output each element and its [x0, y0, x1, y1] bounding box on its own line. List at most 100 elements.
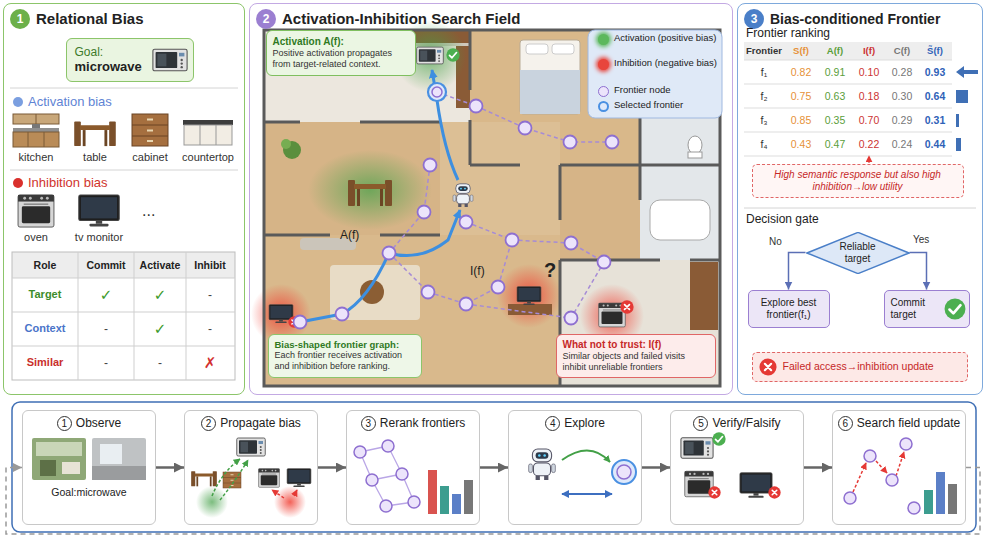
- label-anchor: I(f): [863, 45, 875, 56]
- pipeline-art: [354, 440, 420, 512]
- pipeline-art: [908, 502, 920, 514]
- floor-plan: [446, 48, 459, 61]
- node-text: Positive activation propagates from targ…: [273, 48, 409, 70]
- floor-plan: [251, 20, 722, 386]
- label-anchor: ✓: [154, 286, 167, 304]
- frontier-table-art: [759, 358, 776, 375]
- node-text: Observe: [76, 416, 121, 430]
- floor-plan: [432, 87, 442, 97]
- table-cell: 0.91: [825, 66, 845, 79]
- label-anchor: A(f): [340, 228, 359, 242]
- step-number: 4: [545, 416, 560, 431]
- floor-plan: [418, 206, 431, 219]
- floor-plan: [460, 298, 473, 311]
- pipeline-art: [62, 462, 80, 474]
- label-anchor: f₃: [760, 114, 767, 127]
- node-text: Propagate bias: [220, 416, 301, 430]
- legend-text: Selected frontier: [614, 100, 718, 111]
- floor-plan: [469, 120, 472, 165]
- floor-plan: [360, 121, 440, 124]
- label-anchor: ?: [544, 258, 556, 282]
- frontier-table-art: [744, 108, 952, 109]
- heading-row: 3Rerank frontiers: [347, 416, 479, 431]
- frontier-table-art: [956, 66, 978, 78]
- label-anchor: kitchen: [19, 151, 54, 164]
- floor-plan: [588, 30, 722, 118]
- floor-plan: [422, 286, 435, 299]
- label-anchor: Target: [29, 288, 62, 301]
- relational-bias-art: [18, 195, 54, 227]
- floor-plan: [264, 122, 440, 235]
- icon-label: kitchen: [19, 151, 54, 164]
- floor-plan: [294, 100, 619, 329]
- alert-box: Failed access→inhibition update: [752, 352, 968, 382]
- relational-bias-art: [132, 114, 168, 146]
- pipeline-art: [287, 469, 311, 487]
- pipeline-art: [92, 466, 146, 480]
- diamond-outline: [807, 232, 909, 273]
- pipeline-art: [464, 480, 473, 514]
- table-header: S̃(f): [927, 45, 943, 56]
- node-text: microwave: [75, 59, 142, 75]
- floor-plan: [520, 40, 580, 114]
- table-cell: 0.70: [859, 114, 879, 127]
- pipeline-art: [440, 486, 449, 514]
- table-cell: 0.22: [859, 138, 879, 151]
- table-cell: f₃: [760, 114, 767, 127]
- unknown-mark: ?: [544, 258, 556, 282]
- relational-bias-art: [10, 170, 238, 171]
- label-anchor: No: [768, 236, 783, 248]
- relational-bias-art: [12, 252, 235, 380]
- floor-plan: [383, 247, 396, 260]
- relational-bias-art: [183, 120, 233, 145]
- pipeline-art: [876, 461, 887, 473]
- pipeline-art: [32, 438, 86, 480]
- pipeline-art: [740, 473, 772, 498]
- pipeline-art: [612, 460, 636, 484]
- step-box: 3Rerank frontiers: [346, 410, 480, 525]
- floor-plan: [606, 136, 619, 149]
- frontier-table-art: [744, 42, 952, 60]
- heading-row: 6Search field update: [833, 416, 965, 431]
- table-cell: 0.10: [859, 66, 879, 79]
- label-anchor: 0.28: [892, 66, 912, 79]
- table-cell: -: [158, 356, 162, 370]
- floor-plan: [389, 165, 430, 253]
- node-text: Bias-conditioned Frontier: [770, 11, 940, 28]
- table-cell: -: [208, 288, 212, 302]
- pipeline-art: [452, 494, 461, 514]
- pipeline-art: [864, 450, 876, 462]
- label-anchor: Role: [34, 259, 57, 272]
- floor-plan: [565, 312, 578, 325]
- node-text: What not to trust: I(f): [563, 339, 662, 351]
- pipeline-art: [562, 493, 612, 495]
- label-anchor: Commit: [86, 259, 125, 272]
- floor-plan: [469, 30, 472, 90]
- graph-label: I(f): [470, 264, 485, 278]
- step-number: 2: [201, 416, 216, 431]
- floor-plan: [598, 256, 611, 269]
- floor-plan: [470, 164, 520, 167]
- label-anchor: 0.44: [925, 138, 945, 151]
- table-cell: 0.93: [925, 66, 945, 79]
- frontier-table-art: [744, 60, 952, 61]
- floor-plan: [559, 165, 562, 220]
- node-text: Bias-shaped frontier graph:: [275, 339, 400, 350]
- heading-row: 5Verify/Falsify: [671, 416, 803, 431]
- floor-plan: [560, 165, 640, 260]
- heading-row: 2 Propagate bias: [185, 416, 317, 431]
- floor-plan: [639, 165, 642, 200]
- pipeline-art: [12, 402, 976, 532]
- connector: [789, 253, 806, 290]
- legend-text: Activation (positive bias): [614, 33, 718, 44]
- frontier-table-art: [956, 138, 961, 151]
- pipeline-art: [712, 432, 725, 445]
- label-anchor: Activation bias: [28, 94, 112, 110]
- connector: [318, 466, 346, 469]
- label-anchor: Inhibit: [194, 259, 226, 272]
- pipeline-art: [844, 492, 856, 504]
- label-anchor: countertop: [182, 151, 234, 164]
- floor-plan: [417, 47, 444, 64]
- icon-label: tv monitor: [75, 231, 123, 244]
- frontier-table-art: [744, 60, 952, 156]
